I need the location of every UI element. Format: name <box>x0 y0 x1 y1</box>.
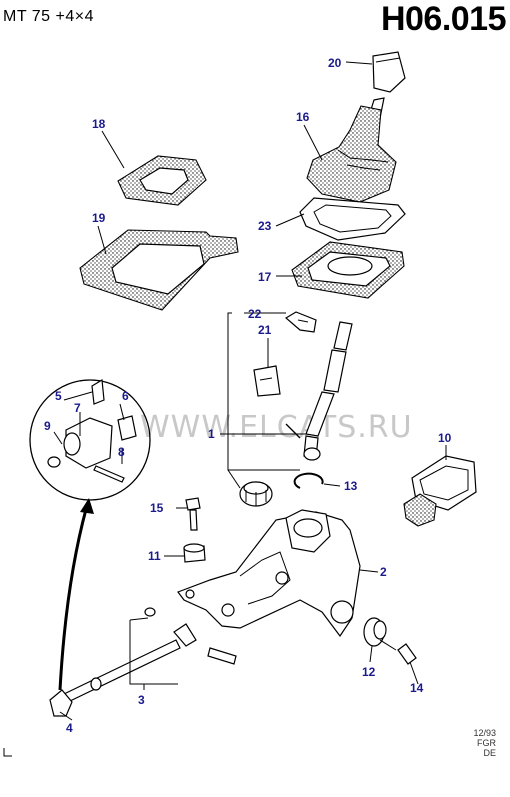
callout-10: 10 <box>438 431 452 445</box>
callout-18: 18 <box>92 117 106 131</box>
callout-11: 11 <box>148 549 161 563</box>
circlip-part <box>293 472 324 489</box>
callout-12: 12 <box>362 665 376 679</box>
callout-1: 1 <box>208 427 215 441</box>
shift-boot <box>306 105 397 203</box>
callout-numbers: 20 16 18 19 23 17 22 21 1 13 10 2 15 11 … <box>44 56 452 735</box>
shift-rod <box>63 607 237 703</box>
callout-16: 16 <box>296 110 310 124</box>
callout-8: 8 <box>118 445 125 459</box>
callout-2: 2 <box>380 565 387 579</box>
callout-7: 7 <box>74 401 81 415</box>
callout-20: 20 <box>328 56 342 70</box>
rear-bolt <box>379 639 417 665</box>
gear-knob <box>368 51 406 119</box>
callout-15: 15 <box>150 501 164 515</box>
callout-3: 3 <box>138 693 145 707</box>
gaiter-seal-small <box>117 155 207 206</box>
callout-4: 4 <box>66 721 73 735</box>
callout-23: 23 <box>258 219 272 233</box>
gaiter-seal-large <box>79 229 239 311</box>
footer-date: 12/93 <box>473 728 496 738</box>
callout-6: 6 <box>122 389 129 403</box>
callout-22: 22 <box>248 307 262 321</box>
callout-13: 13 <box>344 479 358 493</box>
model-label: MT 75 +4×4 <box>3 8 94 25</box>
shift-seal <box>291 241 405 299</box>
mount-bushing <box>183 543 206 563</box>
selector-housing <box>403 455 477 527</box>
boot-retainer <box>299 197 406 241</box>
diagram-code: H06.015 <box>380 0 507 38</box>
bushing-part <box>253 365 281 397</box>
callout-21: 21 <box>258 323 272 337</box>
callout-19: 19 <box>92 211 106 225</box>
corner-mark <box>3 748 12 757</box>
callout-17: 17 <box>258 270 272 284</box>
rod-end-bush <box>49 689 73 717</box>
lever-housing <box>177 509 361 638</box>
detail-inset <box>29 378 151 501</box>
rear-bushing <box>363 617 387 647</box>
mount-bolt <box>185 497 201 531</box>
clip-part <box>284 311 317 333</box>
shift-lever <box>303 321 353 461</box>
callout-9: 9 <box>44 419 51 433</box>
callout-5: 5 <box>55 389 62 403</box>
footer-line2: FGR <box>477 738 496 748</box>
callout-14: 14 <box>410 681 424 695</box>
watermark-text: WWW.ELCATS.RU <box>140 410 413 445</box>
lever-cage <box>239 481 273 507</box>
leader-lines <box>53 61 447 721</box>
footer-line3: DE <box>483 748 496 758</box>
